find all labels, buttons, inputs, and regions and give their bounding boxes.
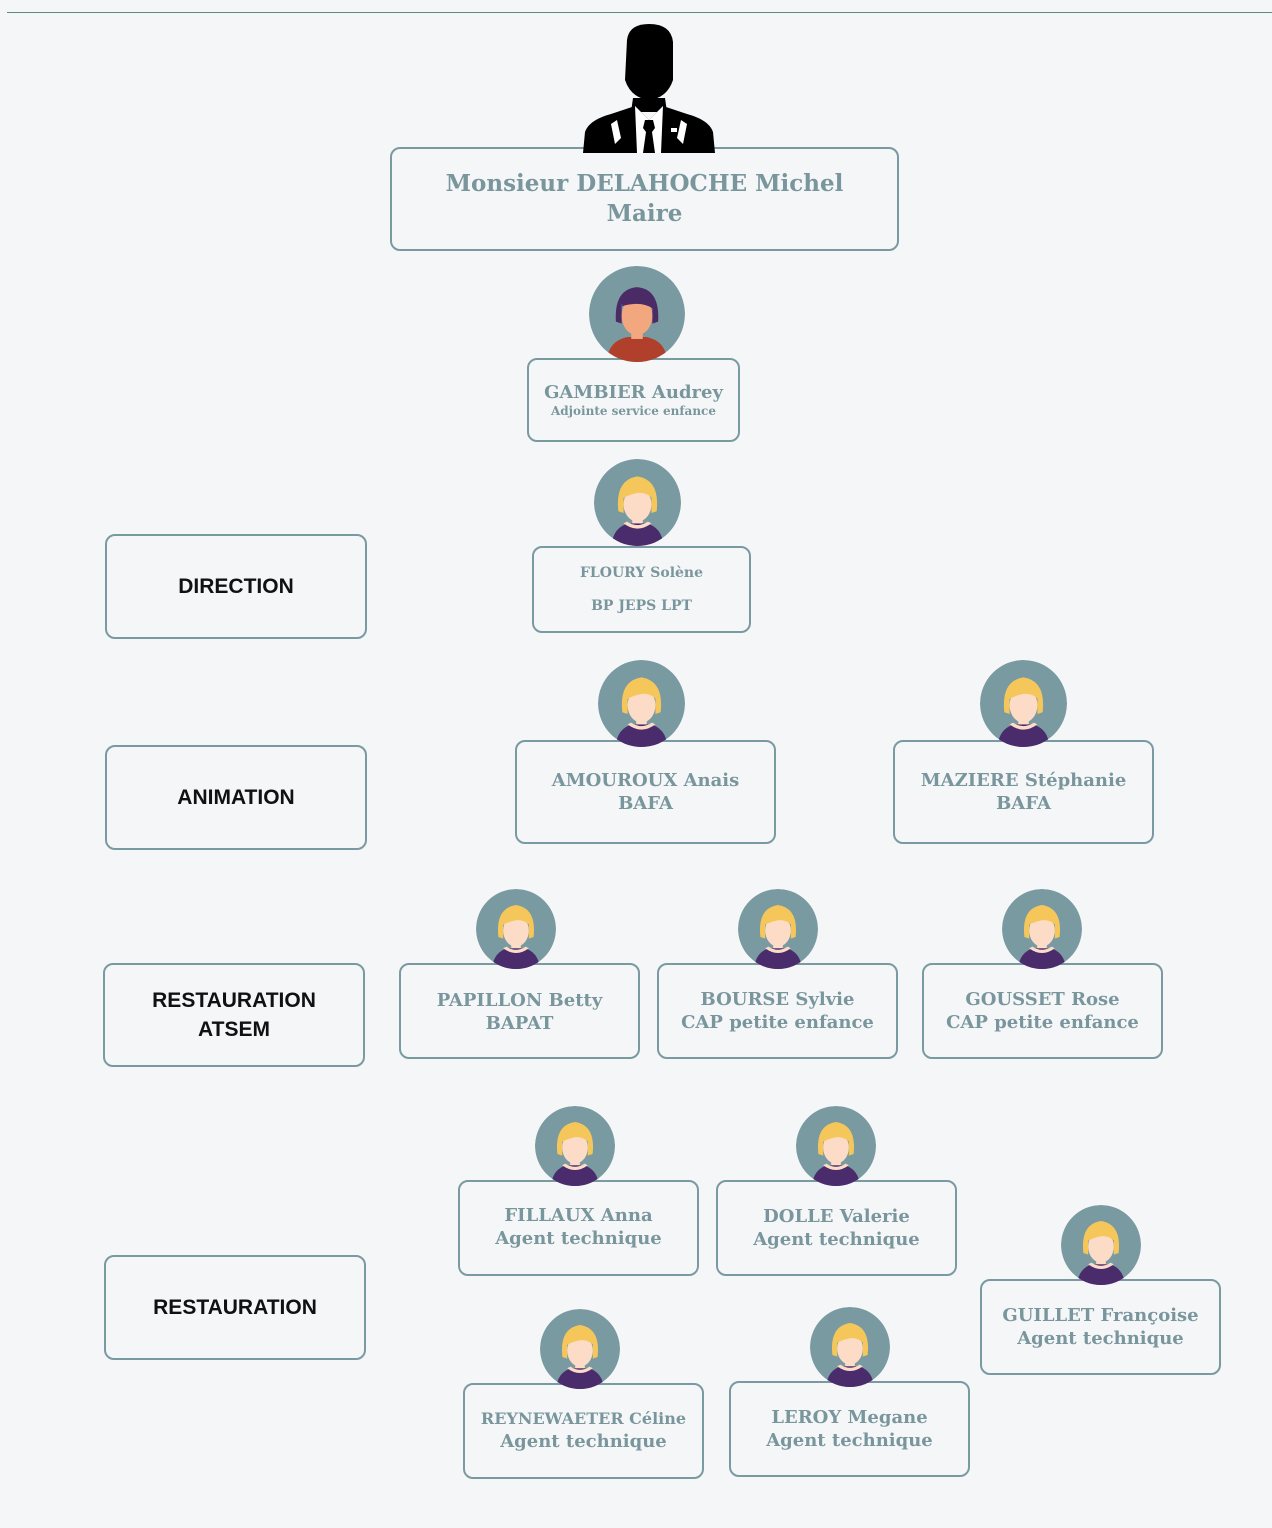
woman-avatar-icon [980,660,1067,747]
businessman-silhouette-icon [583,20,715,153]
staff-card-maziere: MAZIERE Stéphanie BAFA [893,740,1154,844]
woman-avatar-icon [594,459,681,546]
woman-avatar-icon [810,1307,890,1387]
staff-title: BAFA [996,793,1051,814]
staff-title: Agent technique [753,1229,920,1250]
staff-card-gousset: GOUSSET Rose CAP petite enfance [922,963,1163,1059]
mayor-card: Monsieur DELAHOCHE Michel Maire [390,147,899,251]
woman-avatar-icon [796,1106,876,1186]
staff-title: Agent technique [495,1228,662,1250]
woman-avatar-icon [476,889,556,969]
woman-avatar-icon [589,266,685,362]
woman-avatar-icon [1002,889,1082,969]
staff-card-leroy: LEROY Megane Agent technique [729,1381,970,1477]
staff-card-fillaux: FILLAUX Anna Agent technique [458,1180,699,1276]
staff-name: GUILLET Françoise [1002,1304,1199,1326]
staff-name: REYNEWAETER Céline [480,1408,687,1428]
staff-name: LEROY Megane [771,1406,928,1428]
mayor-title: Maire [606,200,683,227]
staff-name: FLOURY Solène [579,564,704,581]
staff-name: BOURSE Sylvie [700,988,855,1010]
deputy-card: GAMBIER Audrey Adjointe service enfance [527,358,740,442]
staff-card-reynewaeter: REYNEWAETER Céline Agent technique [463,1383,704,1479]
staff-name: AMOUROUX Anais [551,769,740,791]
staff-card-floury: FLOURY Solène BP JEPS LPT [532,546,751,633]
staff-title: CAP petite enfance [946,1012,1139,1033]
woman-avatar-icon [540,1309,620,1389]
staff-name: FILLAUX Anna [504,1205,653,1226]
category-restauration: RESTAURATION [104,1255,366,1360]
woman-avatar-icon [598,660,685,747]
category-restauration-atsem: RESTAURATION ATSEM [103,963,365,1067]
staff-title: Agent technique [766,1430,933,1451]
staff-name: GOUSSET Rose [965,988,1120,1010]
category-animation: ANIMATION [105,745,367,850]
staff-name: DOLLE Valerie [763,1205,910,1227]
staff-card-amouroux: AMOUROUX Anais BAFA [515,740,776,844]
staff-title: CAP petite enfance [681,1012,874,1033]
mayor-name: Monsieur DELAHOCHE Michel [445,170,844,198]
staff-card-bourse: BOURSE Sylvie CAP petite enfance [657,963,898,1059]
staff-title: BAFA [618,793,673,814]
staff-title: Agent technique [500,1430,667,1452]
woman-avatar-icon [738,889,818,969]
staff-card-guillet: GUILLET Françoise Agent technique [980,1279,1221,1375]
staff-title: BAPAT [485,1013,554,1035]
woman-avatar-icon [1061,1205,1141,1285]
staff-card-dolle: DOLLE Valerie Agent technique [716,1180,957,1276]
staff-name: MAZIERE Stéphanie [920,769,1127,791]
top-divider [7,12,1272,13]
deputy-title: Adjointe service enfance [550,403,716,418]
staff-title: BP JEPS LPT [591,598,692,615]
staff-card-papillon: PAPILLON Betty BAPAT [399,963,640,1059]
deputy-name: GAMBIER Audrey [544,381,723,403]
staff-name: PAPILLON Betty [436,990,603,1011]
woman-avatar-icon [535,1106,615,1186]
category-direction: DIRECTION [105,534,367,639]
staff-title: Agent technique [1017,1328,1184,1349]
